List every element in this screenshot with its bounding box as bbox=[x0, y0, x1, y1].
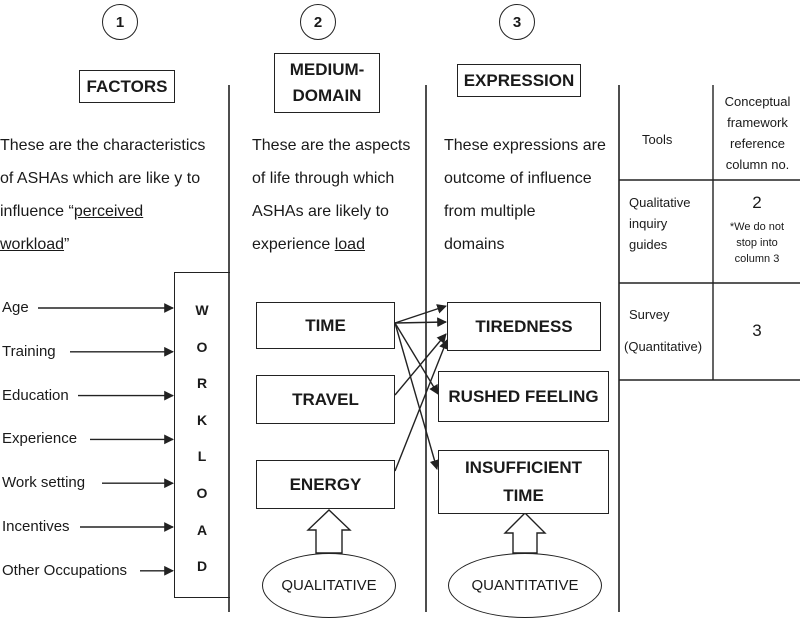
workload-letter: O bbox=[196, 338, 208, 355]
factors-desc-close-quote: ” bbox=[64, 236, 70, 253]
factors-desc-line3: influence “perceived bbox=[0, 195, 225, 228]
arrow-time-insufficient bbox=[394, 322, 440, 470]
medium-domain-header-line2: DOMAIN bbox=[292, 86, 362, 105]
column-number-3: 3 bbox=[499, 4, 535, 40]
column-number-1: 1 bbox=[102, 4, 138, 40]
factors-desc-perceived: perceived bbox=[73, 203, 144, 220]
expression-desc-line4: domains bbox=[444, 236, 505, 253]
table-row2-tool: Survey (Quantitative) bbox=[624, 299, 702, 363]
expression-desc-line3: from multiple bbox=[444, 203, 536, 220]
insufficient-line1: INSUFFICIENT bbox=[464, 458, 583, 477]
factors-header: FACTORS bbox=[79, 70, 175, 103]
workload-letter: L bbox=[197, 448, 207, 465]
domain-desc-line4: experience load bbox=[252, 228, 424, 261]
row1-tool-line2: inquiry bbox=[629, 216, 668, 231]
domain-desc-load: load bbox=[334, 236, 365, 253]
arrow-time-tiredness-b bbox=[394, 317, 447, 328]
ref-header-line1: Conceptual bbox=[724, 94, 791, 109]
row1-note-line2: stop into bbox=[736, 237, 778, 249]
domain-desc-line4-text: experience bbox=[252, 236, 335, 253]
factor-item: Education bbox=[2, 386, 69, 404]
insufficient-line2: TIME bbox=[503, 486, 544, 505]
factor-item: Work setting bbox=[2, 474, 86, 492]
factor-item: Age bbox=[2, 299, 29, 316]
table-row1-column: 2 bbox=[752, 193, 762, 212]
factor-item: Other Occupations bbox=[2, 561, 128, 579]
medium-domain-header-line1: MEDIUM- bbox=[289, 60, 365, 79]
factor-item: Experience bbox=[2, 430, 78, 448]
arrow-energy-tiredness bbox=[394, 339, 449, 472]
table-row1-note: *We do not stop into column 3 bbox=[714, 219, 800, 267]
factors-desc-line4: workload” bbox=[0, 228, 225, 261]
quantitative-ellipse: QUANTITATIVE bbox=[448, 553, 602, 618]
arrow-travel-tiredness bbox=[394, 333, 447, 396]
workload-box bbox=[174, 272, 230, 598]
row1-tool-line3: guides bbox=[629, 237, 668, 252]
factors-desc-line1: These are the characteristics bbox=[0, 137, 206, 154]
workload-letter: D bbox=[196, 558, 208, 575]
workload-letter: K bbox=[196, 411, 208, 428]
expression-box-tiredness: TIREDNESS bbox=[447, 302, 601, 351]
expression-desc-line1: These expressions are bbox=[444, 137, 606, 154]
factor-arrows bbox=[38, 303, 174, 576]
domain-desc-line3: ASHAs are likely to bbox=[252, 203, 389, 220]
factors-desc-line2: of ASHAs which are like y to bbox=[0, 170, 201, 187]
ref-header-line3: reference bbox=[730, 136, 785, 151]
expression-header: EXPRESSION bbox=[457, 64, 581, 97]
ref-header-line2: framework bbox=[727, 115, 788, 130]
domain-desc-line2: of life through which bbox=[252, 170, 395, 187]
row2-tool-line2: (Quantitative) bbox=[624, 339, 703, 354]
workload-letter: W bbox=[195, 302, 209, 318]
table-row1-tool: Qualitative inquiry guides bbox=[629, 192, 690, 255]
medium-domain-description: These are the aspects of life through wh… bbox=[252, 129, 424, 261]
factors-description: These are the characteristics of ASHAs w… bbox=[0, 129, 225, 261]
table-header-reference: Conceptual framework reference column no… bbox=[715, 91, 800, 175]
factor-item: Training bbox=[2, 342, 56, 360]
domain-desc-line1: These are the aspects bbox=[252, 137, 411, 154]
domain-box-travel: TRAVEL bbox=[256, 375, 395, 424]
medium-domain-header: MEDIUM- DOMAIN bbox=[274, 53, 380, 113]
table-row2-column: 3 bbox=[752, 321, 762, 340]
qualitative-ellipse: QUALITATIVE bbox=[262, 553, 396, 618]
column-number-2: 2 bbox=[300, 4, 336, 40]
domain-box-energy: ENERGY bbox=[256, 460, 395, 509]
factors-desc-line3-text: influence “ bbox=[0, 203, 74, 220]
workload-letter: A bbox=[196, 521, 208, 538]
factors-desc-workload: workload bbox=[0, 236, 65, 253]
domain-box-time: TIME bbox=[256, 302, 395, 349]
ref-header-line4: column no. bbox=[725, 157, 790, 172]
expression-description: These expressions are outcome of influen… bbox=[444, 129, 616, 261]
workload-letter: O bbox=[196, 485, 208, 501]
arrow-time-rushed bbox=[394, 322, 439, 395]
qualitative-up-arrow bbox=[306, 509, 352, 554]
row1-note-line3: column 3 bbox=[734, 253, 780, 265]
arrow-time-tiredness-a bbox=[394, 304, 447, 324]
row1-tool-line1: Qualitative bbox=[629, 195, 691, 210]
factor-item: Incentives bbox=[2, 518, 70, 535]
expression-desc-line2: outcome of influence bbox=[444, 170, 592, 187]
expression-box-insufficient-time: INSUFFICIENT TIME bbox=[438, 450, 609, 514]
row2-tool-line1: Survey bbox=[629, 307, 670, 322]
row1-note-line1: *We do not bbox=[729, 221, 785, 233]
table-header-tools: Tools bbox=[642, 132, 673, 147]
expression-box-rushed-feeling: RUSHED FEELING bbox=[438, 371, 609, 422]
quantitative-up-arrow bbox=[503, 512, 547, 554]
workload-letter: R bbox=[196, 375, 208, 392]
